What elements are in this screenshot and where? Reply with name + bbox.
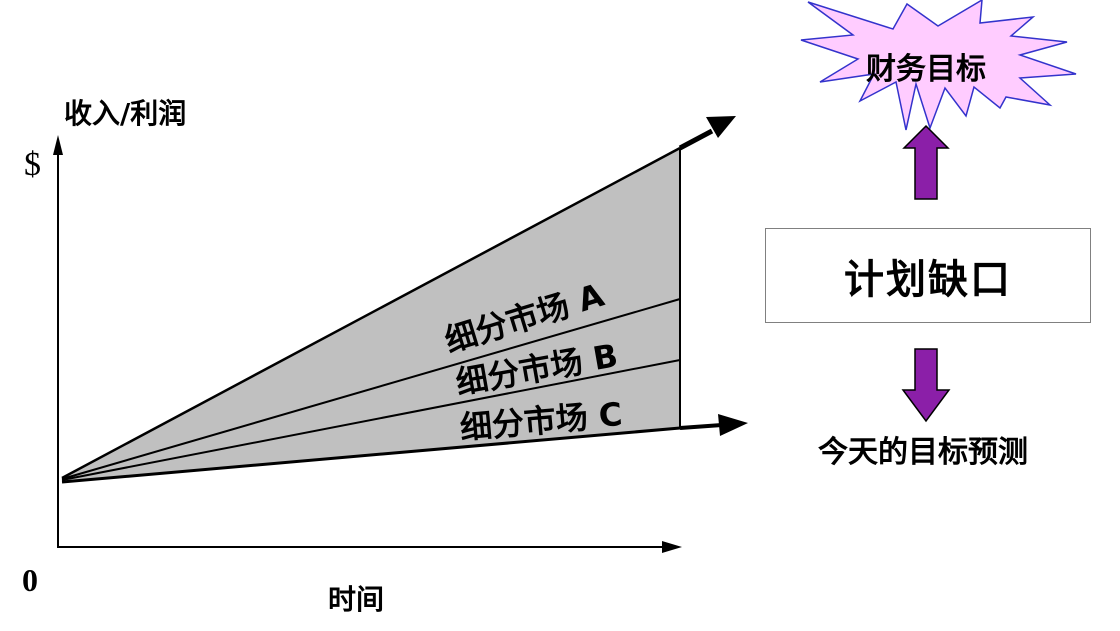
down-arrow-icon <box>901 348 951 423</box>
goal-arrow <box>678 128 714 151</box>
goal-line <box>61 146 681 480</box>
y-axis-unit: $ <box>24 146 41 183</box>
origin-label: 0 <box>22 562 38 598</box>
up-arrow-icon <box>902 124 950 200</box>
goal-arrowhead <box>706 116 736 138</box>
financial-goal-label: 财务目标 <box>866 52 986 87</box>
forecast-label: 今天的目标预测 <box>818 435 1028 470</box>
segment-b-c-divider <box>61 359 681 481</box>
y-axis-label: 收入/利润 <box>64 97 187 130</box>
planning-gap-label: 计划缺口 <box>844 256 1012 303</box>
forecast-line <box>61 426 681 484</box>
x-axis-arrowhead <box>662 541 682 553</box>
segment-a-b-divider <box>61 298 681 480</box>
planning-gap-box: 计划缺口 <box>765 228 1091 323</box>
forecast-arrow <box>679 423 723 430</box>
y-axis-arrowhead <box>53 135 63 155</box>
financial-goal-starburst <box>800 0 1077 131</box>
forecast-arrowhead <box>718 414 748 436</box>
x-axis-label: 时间 <box>328 583 385 616</box>
